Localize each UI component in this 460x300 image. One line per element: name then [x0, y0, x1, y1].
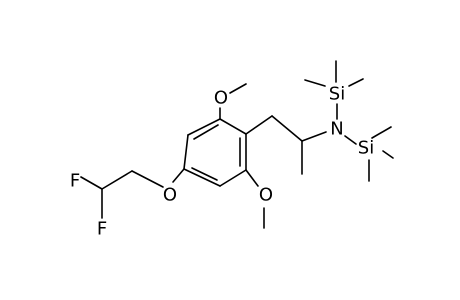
bond-silicon-right-methyl-right — [382, 150, 394, 159]
ring-bond-c3-c4 — [219, 169, 247, 187]
fluorine-atom-top: F — [70, 171, 80, 192]
bond-silicon-right-methyl-top — [371, 126, 392, 139]
bond-ch2-to-ch — [271, 115, 303, 142]
atom-labels: F F O O O N Si Si — [70, 84, 374, 240]
bond-nitrogen-to-silicon-right — [344, 135, 357, 145]
fluorine-atom-bottom: F — [97, 219, 107, 240]
methoxy-oxygen-atom-top: O — [214, 88, 228, 109]
bond-chf2-to-fluorine-top — [80, 176, 103, 190]
ring-bond-c6-c1 — [187, 118, 221, 136]
silicon-atom-upper: Si — [329, 84, 345, 105]
bond-ring-to-ether-oxygen — [172, 168, 185, 183]
bond-ring-to-methoxy-oxygen-bottom — [245, 169, 259, 187]
ether-oxygen-atom: O — [163, 185, 177, 206]
bond-ether-oxygen-to-ch2 — [131, 170, 164, 188]
ring-bond-c5-c6 — [183, 134, 189, 170]
bond-silicon-upper-methyl-right — [348, 78, 364, 87]
ring-double-bond-inner-bottom — [191, 167, 218, 181]
bonds — [80, 60, 394, 229]
ring-bond-c4-c5 — [183, 168, 221, 187]
ring-double-bond-inner-left — [193, 124, 219, 140]
amine-nitrogen-atom: N — [330, 119, 343, 140]
ring-bond-c1-c2 — [219, 118, 247, 135]
bond-ring-to-ch2 — [245, 115, 273, 135]
methoxy-oxygen-atom-bottom: O — [259, 185, 273, 206]
silicon-atom-right: Si — [358, 138, 374, 159]
bond-methoxy-oxygen-top-to-methyl — [229, 83, 247, 94]
bond-ch2-to-chf2 — [101, 170, 133, 190]
bond-ch-to-nitrogen — [301, 131, 327, 142]
bond-silicon-upper-methyl-left — [304, 79, 326, 87]
